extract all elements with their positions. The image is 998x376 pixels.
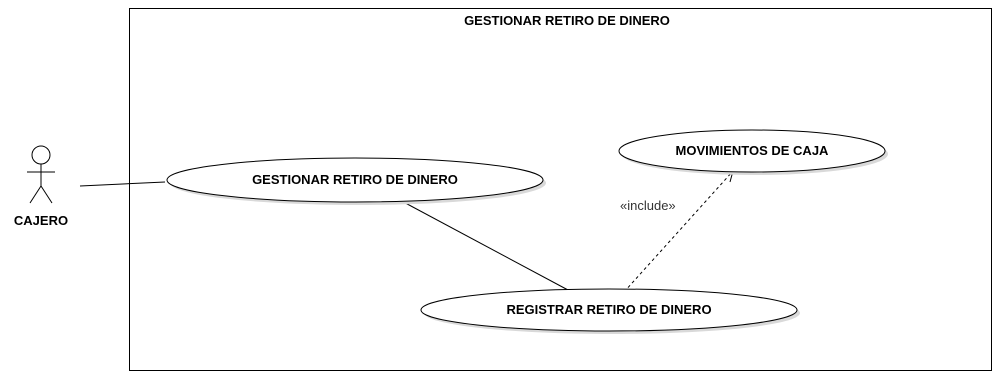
actor-label: CAJERO bbox=[14, 213, 68, 228]
use-case-movimientos-caja[interactable]: MOVIMIENTOS DE CAJA bbox=[618, 129, 888, 175]
association-cajero-gestionar[interactable] bbox=[79, 181, 166, 187]
association-gestionar-registrar[interactable] bbox=[395, 197, 569, 291]
stick-figure-icon bbox=[27, 145, 55, 204]
use-case-movimientos-label: MOVIMIENTOS DE CAJA bbox=[676, 143, 830, 158]
use-case-registrar-label: REGISTRAR RETIRO DE DINERO bbox=[506, 302, 711, 317]
use-case-gestionar-label: GESTIONAR RETIRO DE DINERO bbox=[252, 172, 458, 187]
include-stereotype-label: «include» bbox=[620, 198, 676, 213]
use-case-registrar-retiro[interactable]: REGISTRAR RETIRO DE DINERO bbox=[420, 288, 800, 334]
actor-cajero[interactable]: CAJERO bbox=[14, 145, 68, 228]
use-case-gestionar-retiro[interactable]: GESTIONAR RETIRO DE DINERO bbox=[166, 157, 546, 205]
system-boundary-title: GESTIONAR RETIRO DE DINERO bbox=[464, 13, 670, 28]
